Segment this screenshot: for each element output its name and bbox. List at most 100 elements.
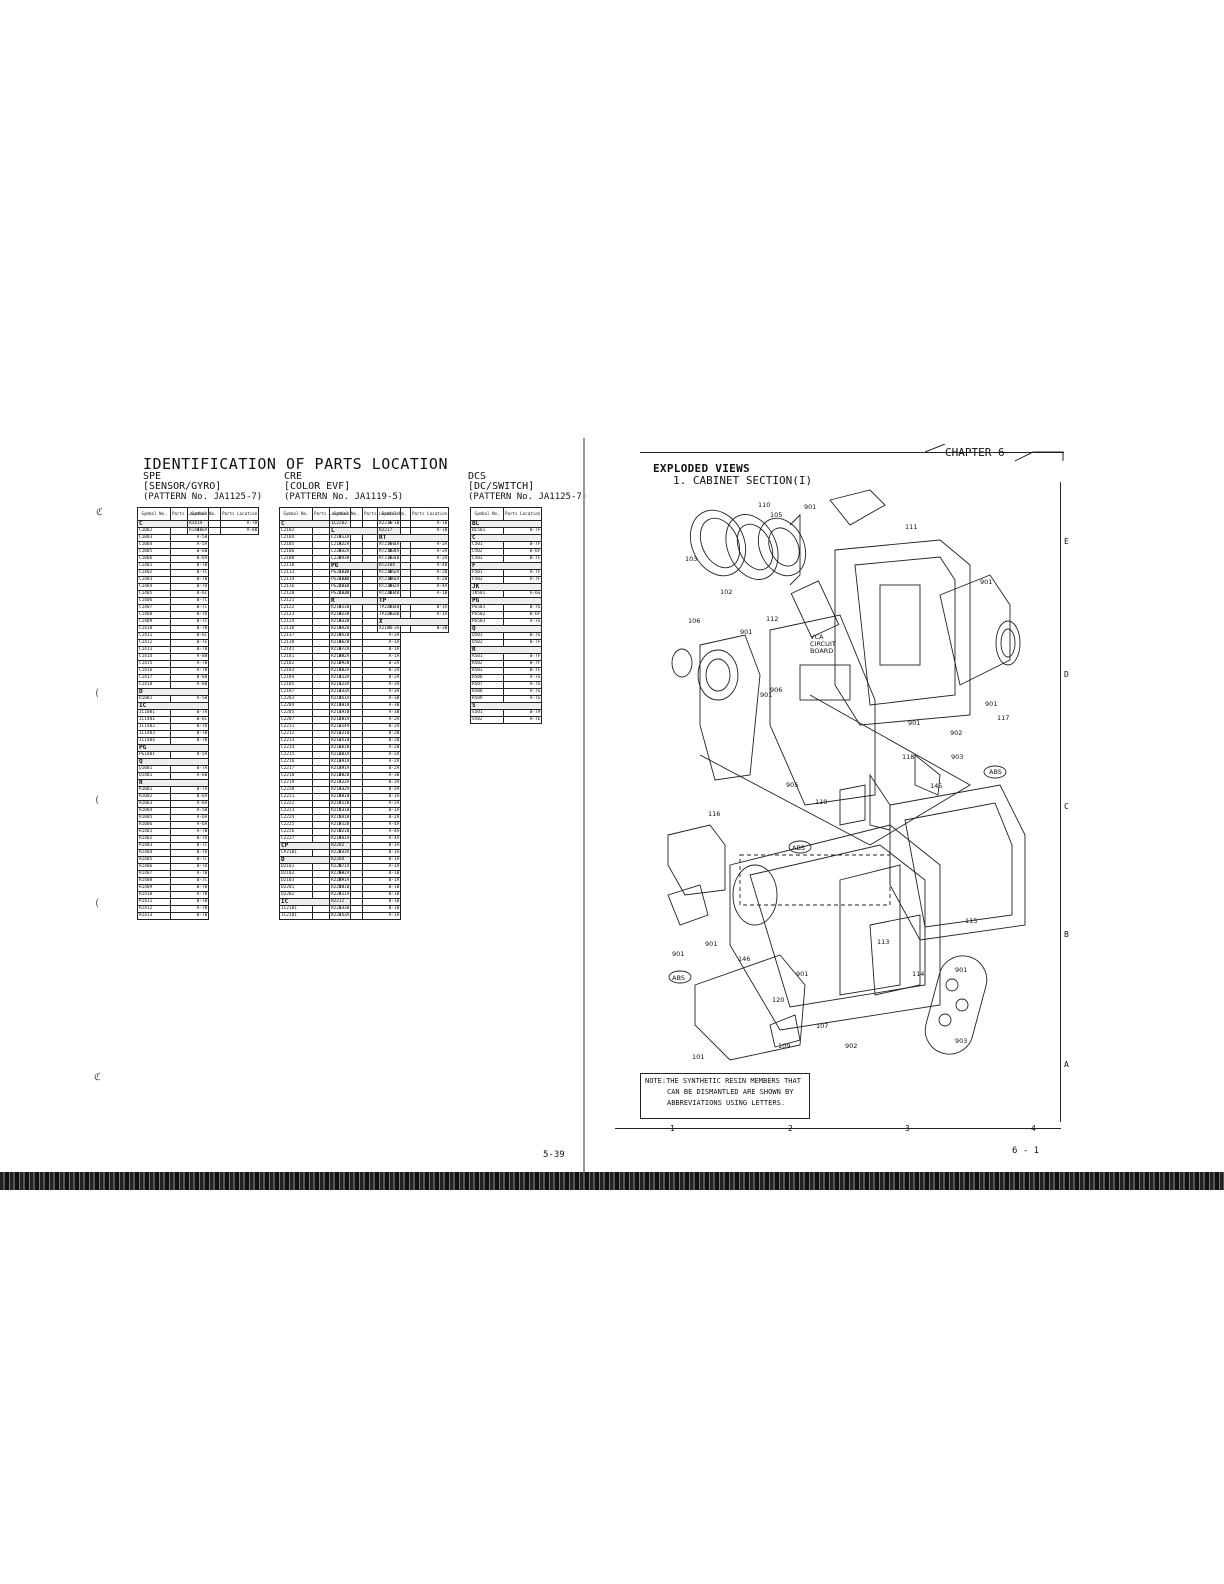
symbol-cell: RT2181: [377, 583, 411, 591]
location-cell: A-5B: [169, 807, 210, 815]
location-cell: A-7B: [169, 891, 210, 899]
symbol-cell: R2120: [329, 716, 363, 724]
symbol-cell: PG2104: [329, 576, 363, 584]
symbol-cell: PG501: [470, 604, 504, 612]
group-row: X: [376, 618, 450, 626]
zone-letter: A: [1064, 1060, 1069, 1069]
symbol-cell: R2212: [329, 898, 363, 906]
symbol-cell: C1003: [137, 534, 171, 542]
symbol-cell: IC1001: [137, 709, 171, 717]
symbol-cell: C2223: [279, 807, 313, 815]
part-109: [769, 1014, 801, 1048]
symbol-cell: L2182: [329, 541, 363, 549]
symbol-cell: PG2201: [329, 583, 363, 591]
group-row: R: [136, 779, 210, 787]
location-cell: A-2A: [361, 758, 402, 766]
vca-circuit-board: [769, 614, 876, 806]
chapter-label: CHAPTER 6: [945, 446, 1005, 459]
symbol-cell: C2203: [279, 695, 313, 703]
location-cell: A-1B: [409, 527, 450, 535]
symbol-cell: C1004: [137, 541, 171, 549]
symbol-cell: IC1401: [137, 716, 171, 724]
section-pattern: (PATTERN No. JA1125-7): [468, 492, 588, 502]
symbol-cell: C2124: [279, 618, 313, 626]
symbol-cell: R1411: [137, 898, 171, 906]
location-cell: A-1B: [409, 590, 450, 598]
symbol-cell: R2122: [329, 730, 363, 738]
page-number-right: 6 - 1: [1012, 1146, 1040, 1156]
group-row: S: [469, 702, 543, 710]
symbol-cell: C2185: [279, 681, 313, 689]
group-row: C: [469, 534, 543, 542]
symbol-cell: C2122: [279, 604, 313, 612]
location-cell: B-7A: [169, 709, 210, 717]
symbol-cell: R1412: [137, 905, 171, 913]
cabinet-upper: [834, 539, 971, 726]
section-code: DCS: [468, 471, 487, 482]
part-callout-label: 901: [672, 950, 685, 958]
location-cell: B-7B: [169, 898, 210, 906]
location-cell: A-5B: [169, 695, 210, 703]
location-cell: A-3B: [361, 695, 402, 703]
location-cell: A-7B: [169, 905, 210, 913]
location-cell: A-2A: [409, 555, 450, 563]
symbol-cell: R2103: [329, 618, 363, 626]
part-callout-label: 901: [804, 503, 817, 511]
location-cell: A-7E: [502, 716, 543, 724]
part-callout-label: 110: [758, 501, 771, 509]
symbol-cell: R2211: [329, 891, 363, 899]
part-callout-label: 901: [796, 970, 809, 978]
symbol-cell: R2119: [329, 709, 363, 717]
symbol-cell: R1406: [137, 863, 171, 871]
col-header-symbol: Symbol No.: [377, 507, 411, 521]
location-cell: A-2B: [409, 569, 450, 577]
location-cell: A-4A: [361, 821, 402, 829]
location-cell: B-7C: [169, 842, 210, 850]
binder-mark: (: [94, 688, 101, 699]
location-cell: A-7B: [169, 667, 210, 675]
symbol-cell: IC1403: [137, 730, 171, 738]
location-cell: A-6A: [169, 800, 210, 808]
location-cell: B-3A: [361, 786, 402, 794]
location-cell: A-8B: [169, 681, 210, 689]
location-cell: B-1B: [361, 870, 402, 878]
location-cell: B-7F: [502, 555, 543, 563]
location-cell: A-2B: [361, 744, 402, 752]
symbol-cell: C2106: [279, 548, 313, 556]
location-cell: A-8B: [219, 527, 260, 535]
zone-letter: B: [1064, 930, 1069, 939]
symbol-cell: C2222: [279, 800, 313, 808]
location-cell: A-1A: [361, 639, 402, 647]
symbol-cell: RT2106: [377, 576, 411, 584]
symbol-cell: C1005: [137, 548, 171, 556]
symbol-cell: R1410: [137, 891, 171, 899]
group-row: RT: [376, 534, 450, 542]
location-cell: A-7G: [502, 681, 543, 689]
